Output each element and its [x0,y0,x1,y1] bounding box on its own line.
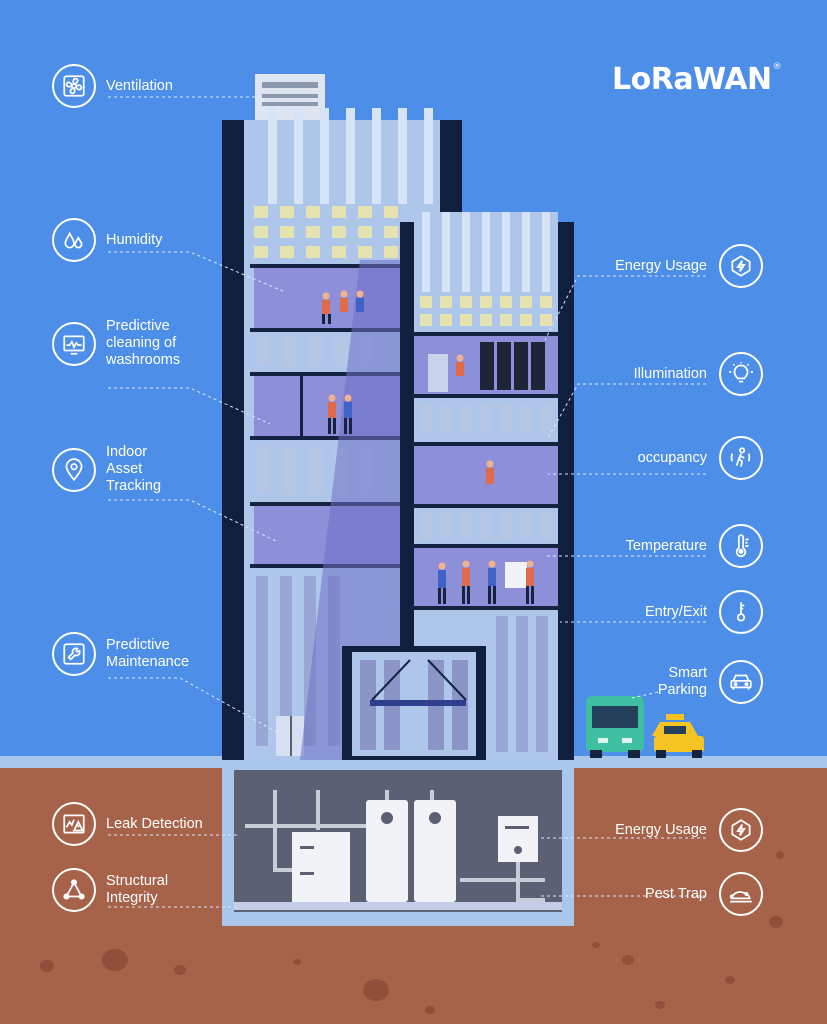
fan-icon [52,64,96,108]
office-workers [322,290,534,604]
illumination-label: Illumination [633,365,707,382]
lightbulb-icon [719,352,763,396]
pest-trap-label: Pest Trap [644,885,707,902]
energy-bolt-icon [719,244,763,288]
callout-ventilation: Ventilation [52,64,173,108]
network-triangle-icon [52,868,96,912]
callout-smart-parking: Smart Parking [658,660,763,704]
taxi-vehicle [652,714,704,758]
humidity-label: Humidity [106,231,163,248]
callout-leader-lines [108,96,706,908]
energy-usage-top-label: Energy Usage [615,257,707,274]
leak-warning-icon [52,802,96,846]
occupancy-label: occupancy [637,449,707,466]
washrooms-label: Predictive cleaning of washrooms [106,318,181,368]
entrance-atrium [342,646,486,760]
presentation-board [505,562,527,588]
car-icon [719,660,763,704]
callout-maintenance: Predictive Maintenance [52,632,189,676]
leak-label: Leak Detection [106,815,203,832]
location-pin-icon [52,447,96,492]
callout-occupancy: occupancy [638,436,763,480]
side-rooftop-fins [422,212,550,292]
lorawan-logo: LoRaWAN® [612,62,782,97]
soil-rocks [40,851,784,1014]
ventilation-label: Ventilation [106,77,173,94]
basement [222,766,574,926]
callout-temperature: Temperature [626,524,763,568]
callout-energy-usage-basement: Energy Usage [615,808,763,852]
monitor-chart-icon [52,321,96,366]
structural-label: Structural Integrity [106,873,169,906]
wrench-icon [52,632,96,676]
boiler-unit [292,832,350,902]
callout-energy-usage-top: Energy Usage [615,244,763,288]
entry-exit-label: Entry/Exit [644,603,707,620]
callout-washrooms: Predictive cleaning of washrooms [52,318,180,369]
server-racks [480,342,545,390]
water-drops-icon [52,218,96,262]
asset-tracking-label: Indoor Asset Tracking [106,444,162,494]
water-tank-1 [366,800,408,902]
water-tank-2 [414,800,456,902]
smart-parking-label: Smart Parking [657,665,707,698]
person-motion-icon [719,436,763,480]
callout-structural: Structural Integrity [52,868,168,912]
tower-lit-windows [254,206,398,258]
callout-leak: Leak Detection [52,802,203,846]
energy-usage-basement-label: Energy Usage [615,821,707,838]
key-icon [719,590,763,634]
callout-pest-trap: Pest Trap [645,872,763,916]
callout-entry-exit: Entry/Exit [645,590,763,634]
temperature-label: Temperature [625,537,707,554]
maintenance-label: Predictive Maintenance [106,637,190,670]
thermometer-icon [719,524,763,568]
callout-asset-tracking: Indoor Asset Tracking [52,444,161,495]
street-pavement [0,756,827,768]
rat-trap-icon [719,872,763,916]
energy-meter [498,816,538,862]
energy-bolt-icon [719,808,763,852]
rooftop-fins [268,108,433,204]
callout-humidity: Humidity [52,218,162,262]
bus-vehicle [586,696,644,758]
callout-illumination: Illumination [634,352,763,396]
